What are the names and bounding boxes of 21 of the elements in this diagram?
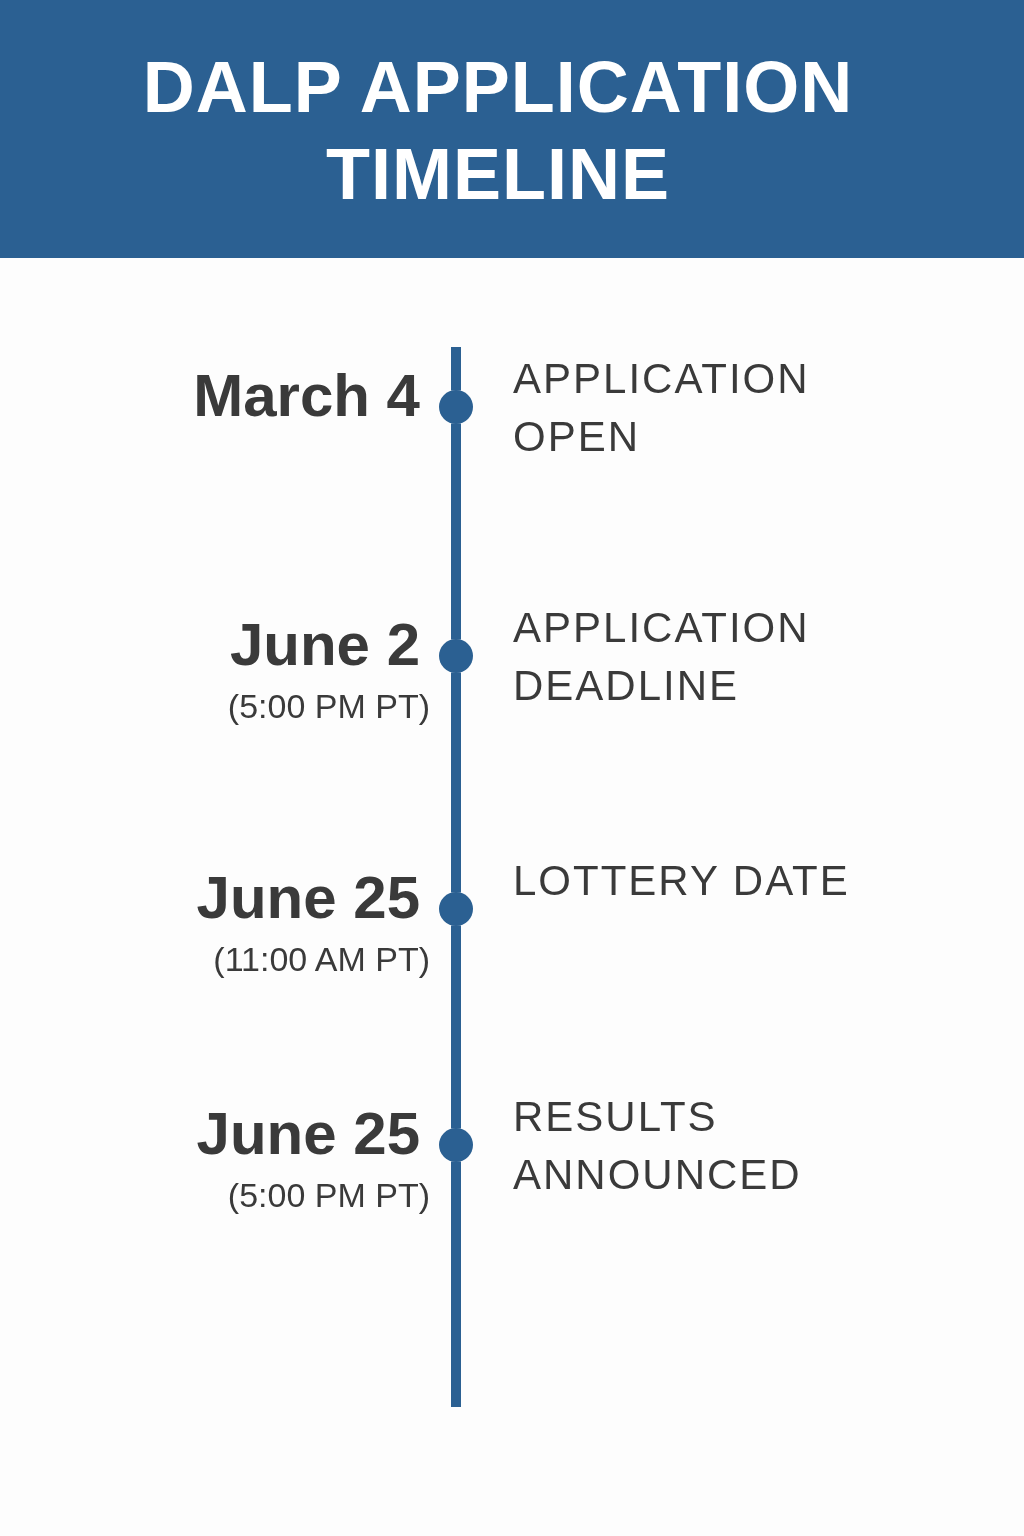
timeline-dot [439, 639, 473, 673]
event-label: APPLICATION OPEN [513, 354, 811, 462]
time-label: (11:00 AM PT) [213, 942, 430, 976]
time-label: (5:00 PM PT) [227, 1178, 430, 1212]
timeline-dot [439, 390, 473, 424]
timeline-line [451, 423, 461, 640]
timeline-line [451, 672, 461, 893]
title: DALP APPLICATION TIMELINE [141, 46, 855, 216]
event-label: RESULTS ANNOUNCED [513, 1092, 803, 1200]
date-label: June 25 [196, 868, 420, 928]
date-label: June 2 [229, 615, 420, 675]
event-label: LOTTERY DATE [513, 856, 851, 906]
event-label: APPLICATION DEADLINE [513, 603, 811, 711]
time-label: (5:00 PM PT) [227, 689, 430, 723]
timeline-line [451, 347, 461, 391]
timeline-dot [439, 1128, 473, 1162]
timeline-line [451, 925, 461, 1129]
date-label: March 4 [193, 366, 420, 426]
date-label: June 25 [196, 1104, 420, 1164]
timeline-line [451, 1161, 461, 1407]
timeline-dot [439, 892, 473, 926]
